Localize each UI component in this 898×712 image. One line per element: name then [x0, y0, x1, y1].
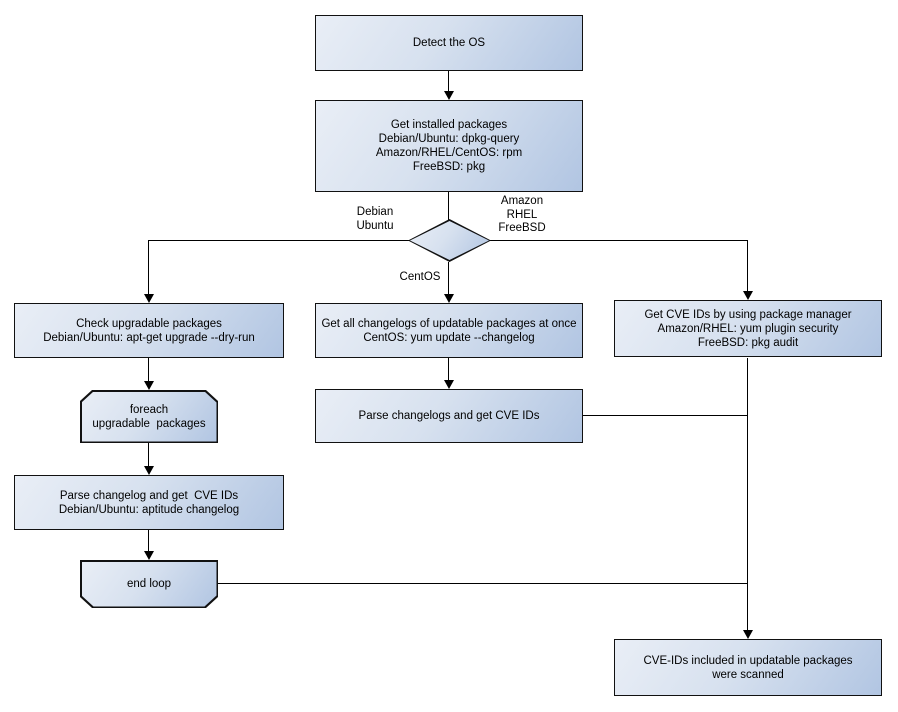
arrowhead-down-icon	[144, 551, 154, 560]
node-check-upgradable: Check upgradable packages Debian/Ubuntu:…	[14, 303, 284, 358]
edge-label-centos: CentOS	[370, 271, 470, 285]
node-end-loop: end loop	[80, 560, 218, 608]
node-get-cve-package-manager: Get CVE IDs by using package manager Ama…	[614, 300, 882, 357]
edge-detect-to-installed	[448, 71, 449, 92]
arrowhead-down-icon	[444, 380, 454, 389]
edge-decision-right	[490, 240, 748, 241]
edge-label-amazon-rhel-freebsd: Amazon RHEL FreeBSD	[472, 195, 572, 236]
edge-parse-to-endloop	[148, 530, 149, 552]
node-detect-os-label: Detect the OS	[412, 37, 486, 49]
edge-label-centos-text: CentOS	[399, 271, 441, 283]
node-get-installed-packages: Get installed packages Debian/Ubuntu: dp…	[315, 100, 583, 192]
edge-endloop-to-trunk	[218, 583, 748, 584]
edge-installed-to-decision	[448, 192, 449, 220]
edge-decision-left	[148, 240, 409, 241]
node-parse-changelog-debian: Parse changelog and get CVE IDs Debian/U…	[14, 475, 284, 530]
edge-trunk-to-scanned	[747, 358, 748, 631]
node-check-upgradable-label: Check upgradable packages Debian/Ubuntu:…	[43, 317, 255, 344]
node-parse-changelogs-label: Parse changelogs and get CVE IDs	[358, 410, 540, 422]
node-get-cve-package-manager-label: Get CVE IDs by using package manager Ama…	[644, 308, 852, 349]
edge-parsemid-to-trunk	[583, 415, 748, 416]
arrowhead-down-icon	[144, 294, 154, 303]
node-scanned-result: CVE-IDs included in updatable packages w…	[614, 639, 882, 696]
arrowhead-down-icon	[444, 294, 454, 303]
node-parse-changelogs: Parse changelogs and get CVE IDs	[315, 389, 583, 443]
arrowhead-down-icon	[144, 381, 154, 390]
node-foreach-loop: foreach upgradable packages	[80, 390, 218, 443]
edge-check-to-foreach	[148, 358, 149, 382]
end-loop-fill	[82, 562, 217, 607]
node-get-installed-packages-label: Get installed packages Debian/Ubuntu: dp…	[375, 119, 523, 173]
arrowhead-down-icon	[444, 91, 454, 100]
edge-label-debian-ubuntu: Debian Ubuntu	[325, 206, 425, 233]
foreach-loop-text: foreach upgradable packages	[80, 390, 218, 443]
node-detect-os: Detect the OS	[315, 15, 583, 71]
node-parse-changelog-debian-label: Parse changelog and get CVE IDs Debian/U…	[58, 489, 240, 516]
node-end-loop-label: end loop	[126, 578, 172, 590]
edge-label-debian-ubuntu-text: Debian Ubuntu	[356, 206, 394, 232]
node-get-all-changelogs-label: Get all changelogs of updatable packages…	[321, 317, 577, 344]
edge-foreach-to-parse	[148, 443, 149, 467]
node-get-all-changelogs: Get all changelogs of updatable packages…	[315, 303, 583, 358]
edge-changelogs-to-parse	[448, 358, 449, 381]
end-loop-text: end loop	[80, 560, 218, 608]
arrowhead-down-icon	[743, 291, 753, 300]
node-os-decision	[408, 219, 491, 262]
edge-right-down	[747, 240, 748, 292]
arrowhead-down-icon	[144, 466, 154, 475]
node-scanned-result-label: CVE-IDs included in updatable packages w…	[643, 654, 853, 681]
edge-label-amazon-rhel-freebsd-text: Amazon RHEL FreeBSD	[498, 195, 546, 234]
edge-decision-centos	[448, 262, 449, 295]
foreach-loop-fill	[82, 392, 217, 442]
node-foreach-loop-label: foreach upgradable packages	[92, 403, 206, 430]
arrowhead-down-icon	[743, 630, 753, 639]
edge-left-down	[148, 240, 149, 294]
